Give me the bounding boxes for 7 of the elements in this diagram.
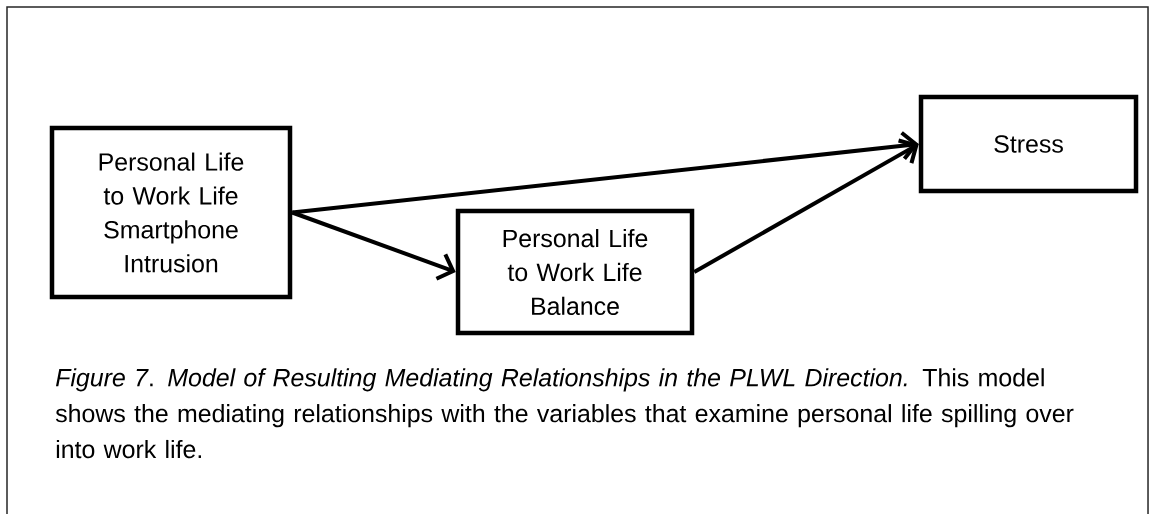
arrow: [693, 138, 919, 274]
arrow: [291, 210, 456, 281]
arrow: [292, 131, 919, 215]
variable-box: Stress: [918, 94, 1139, 194]
figure-caption: Figure 7. Model of Resulting Mediating Relationships in the PLWL Direction. This model shows the mediating relationships with the variables that examine personal life spilling over into work life.: [55, 368, 1074, 459]
variable-box: Personal Life to Work Life Balance: [455, 208, 695, 336]
variable-box: Personal Life to Work Life Smartphone Intrusion: [49, 125, 293, 300]
